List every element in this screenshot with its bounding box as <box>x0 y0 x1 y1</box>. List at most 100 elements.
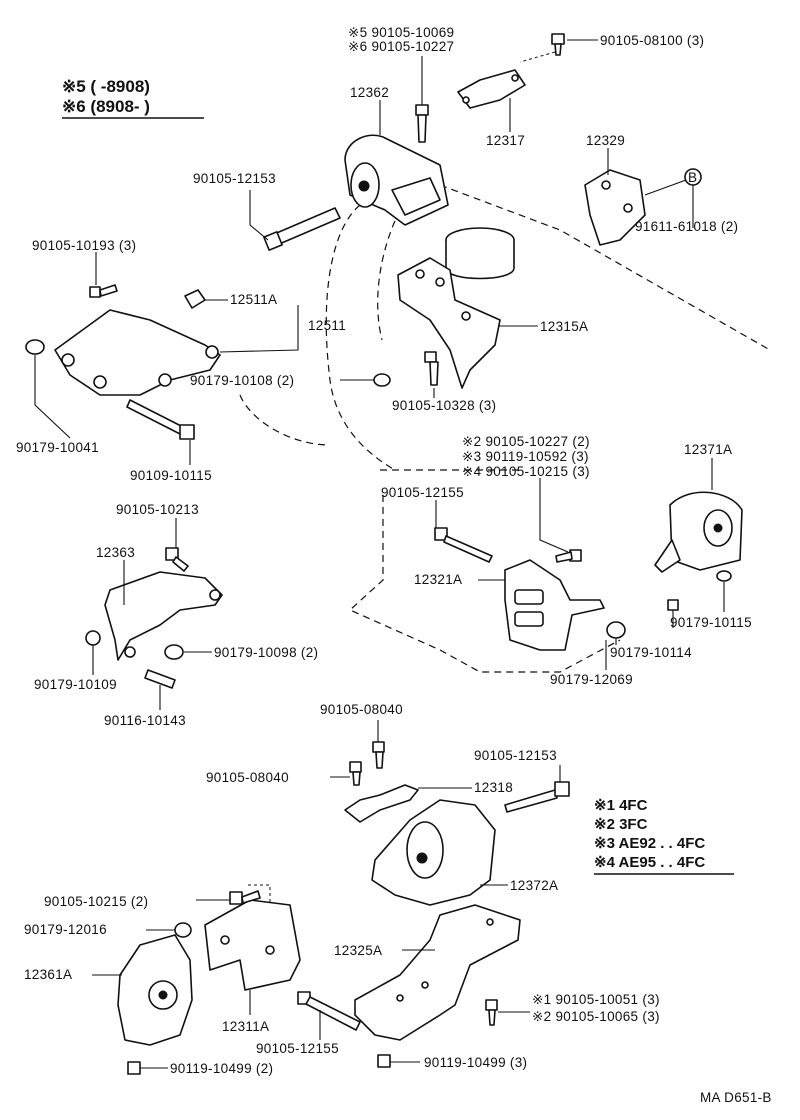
washer-90179-12016 <box>174 922 192 938</box>
washer-90179-10115-body <box>716 570 732 582</box>
bolt-long-top <box>263 207 341 251</box>
leader-12511 <box>219 305 299 353</box>
bolt-90105-10215-head <box>229 891 243 905</box>
bracket-12363-body <box>104 571 223 661</box>
stud-90116-10143-body <box>144 669 176 689</box>
bolt-90105-10213-head <box>165 547 179 561</box>
bolt-90105-12155-mid-shank <box>443 535 493 563</box>
leader-12153-top <box>249 190 269 241</box>
legend-model-3: ※3 AE92 . . 4FC <box>594 835 705 852</box>
bracket-12363-hole-2 <box>209 589 221 601</box>
label-90105-12153-top: 90105-12153 <box>193 171 276 186</box>
bolt-12155-bottom-shank <box>305 996 361 1031</box>
nut-90179-10108-body <box>373 373 391 387</box>
bolt-left-long-head <box>179 424 195 440</box>
leader-10215-dot <box>248 884 271 905</box>
bolt-long-bottom-head <box>554 781 570 797</box>
engine-outline-inner <box>377 209 401 341</box>
nut-90179-10098-body <box>164 644 184 660</box>
bolt-90105-10215-shank <box>241 890 261 904</box>
label-90119-10499-a: 90119-10499 (3) <box>424 1055 527 1070</box>
bracket-12511-hole-3 <box>205 345 219 359</box>
part-12511-bracket <box>54 309 221 396</box>
label-12371a: 12371A <box>684 442 732 457</box>
bolt-08040-lower-head <box>349 761 362 773</box>
label-90179-10108: 90179-10108 (2) <box>190 373 294 388</box>
label-note2-top: ※2 90105-10227 (2) <box>462 434 590 449</box>
bolt-long-bottom-shank <box>504 789 558 813</box>
engine-outline-left <box>325 204 396 471</box>
legend-model-2: ※2 3FC <box>594 816 648 833</box>
bolt-90119-10499-right-head <box>377 1054 391 1068</box>
label-12511a: 12511A <box>230 292 277 307</box>
bolt-90105-12155-bottom <box>297 991 361 1031</box>
bolt-90119-10499-left <box>127 1061 141 1075</box>
model-legend: ※1 4FC ※2 3FC ※3 AE92 . . 4FC ※4 AE95 . … <box>594 797 734 875</box>
bolt-notes-2-4 <box>555 549 582 563</box>
year-legend: ※5 ( -8908) ※6 (8908- ) <box>62 77 204 119</box>
label-90105-12153-bot: 90105-12153 <box>474 748 557 763</box>
bolt-90105-10328-head <box>424 351 437 363</box>
label-90179-12016: 90179-12016 <box>24 922 107 937</box>
bolt-upper-center-head <box>415 104 429 116</box>
part-12325a-member <box>354 904 521 1041</box>
bolt-left-long-shank <box>126 399 186 436</box>
bolt-90105-08040-lower <box>349 761 362 786</box>
label-12362: 12362 <box>350 85 389 100</box>
label-90109-10115: 90109-10115 <box>130 468 212 483</box>
bracket-12315a-hole <box>415 269 425 279</box>
leader-08100-dot <box>519 51 556 63</box>
part-12361a-mount <box>117 934 193 1046</box>
bracket-12317-hole <box>462 96 470 104</box>
engine-outline <box>239 184 771 673</box>
member-12325a-hole-3 <box>486 918 494 926</box>
label-90105-12155-mid: 90105-12155 <box>381 485 464 500</box>
label-90179-12069: 90179-12069 <box>550 672 633 687</box>
bolt-upper-center <box>415 104 429 143</box>
legend-model-1: ※1 4FC <box>594 797 648 814</box>
bolt-08040-upper-head <box>372 741 385 753</box>
bolt-long-bottom <box>504 781 570 813</box>
leader-notes-2-4 <box>539 478 569 553</box>
bolt-long-top-head <box>263 231 283 251</box>
part-12362-mount <box>344 134 449 226</box>
label-12372a: 12372A <box>510 878 558 893</box>
bushing-12511a-body <box>184 289 206 309</box>
mount-12361a-center <box>158 990 168 1000</box>
part-labels: ※5 90105-10069 ※6 90105-10227 90105-0810… <box>16 25 771 1105</box>
label-90105-12155-bot: 90105-12155 <box>256 1041 339 1056</box>
cylinder-side <box>445 240 515 280</box>
reference-b-marker: B <box>684 168 702 186</box>
label-90179-10115: 90179-10115 <box>670 615 752 630</box>
part-12318-bracket <box>344 784 419 823</box>
part-12511a-bushing <box>184 289 206 309</box>
mount-12372a-center <box>416 852 428 864</box>
bolt-notes-2-4-shank <box>555 551 573 563</box>
bolt-12371a-small <box>667 599 679 611</box>
bracket-12363-hole <box>124 646 136 658</box>
nut-90179-10108 <box>373 373 391 387</box>
engine-cylinder-shape <box>445 227 515 280</box>
bolt-90105-08040-upper <box>372 741 385 769</box>
engine-outline-lower-left <box>239 394 331 446</box>
bolt-left-top <box>89 284 118 298</box>
leader-10041 <box>34 355 71 439</box>
bolt-left-top-shank <box>99 284 118 297</box>
bracket-12318-body <box>344 784 419 823</box>
washer-90179-10115 <box>716 570 732 582</box>
legend-year-5: ※5 ( -8908) <box>62 77 150 96</box>
label-12321a: 12321A <box>414 572 462 587</box>
bolt-08040-lower-shank <box>352 771 361 786</box>
label-90105-10213: 90105-10213 <box>116 502 199 517</box>
bolt-upper-center-shank <box>417 114 427 143</box>
bolt-12371a-small-head <box>667 599 679 611</box>
bolt-90105-10213 <box>165 547 189 572</box>
label-note1-bottom: ※1 90105-10051 (3) <box>532 992 660 1007</box>
nut-90179-10114 <box>606 621 626 639</box>
label-90105-08100: 90105-08100 (3) <box>600 33 704 48</box>
mount-12372a-bushing <box>406 821 444 879</box>
bracket-12315a-hole-2 <box>435 277 445 287</box>
nut-90179-10098 <box>164 644 184 660</box>
label-90179-10098: 90179-10098 (2) <box>214 645 318 660</box>
